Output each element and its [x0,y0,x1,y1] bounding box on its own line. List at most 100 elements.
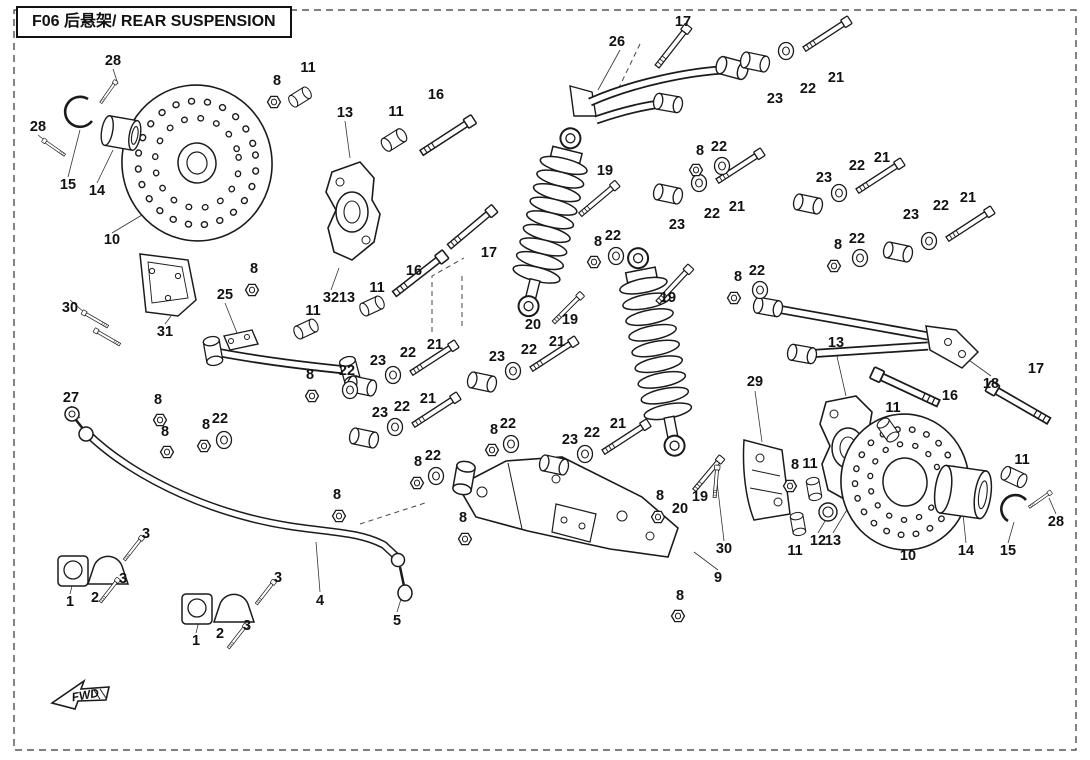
circlip-right [1000,493,1027,523]
shock-absorber-front [512,125,588,320]
swing-arm [451,456,679,558]
callout-8: 8 [791,457,799,473]
callout-30: 30 [716,541,732,557]
callout-3: 3 [142,526,150,542]
callout-10: 10 [104,232,120,248]
lower-arm-left [201,329,363,388]
callout-22: 22 [584,425,600,441]
callout-22: 22 [704,206,720,222]
end-link-left [64,406,94,442]
callout-3: 3 [119,571,127,587]
callout-22: 22 [849,231,865,247]
callout-30: 30 [62,300,78,316]
callout-22: 22 [212,411,228,427]
upper-arm-right [569,54,751,125]
callout-21: 21 [828,70,844,86]
fwd-arrow: FWD [50,678,111,710]
callout-19: 19 [660,290,676,306]
callout-29: 29 [747,374,763,390]
callout-16: 16 [406,263,422,279]
callout-8: 8 [273,73,281,89]
callout-8: 8 [459,510,467,526]
callout-11: 11 [885,400,900,416]
callout-8: 8 [414,454,422,470]
callout-14: 14 [89,183,105,199]
callout-8: 8 [202,417,210,433]
callout-8: 8 [306,367,314,383]
callout-17: 17 [1028,361,1044,377]
callout-16: 16 [428,87,444,103]
circlip-left [63,95,94,129]
callout-32: 32 [323,290,339,306]
callout-21: 21 [610,416,626,432]
end-link-right [390,552,413,602]
callout-3: 3 [243,618,251,634]
callout-22: 22 [711,139,727,155]
callout-21: 21 [960,190,976,206]
callout-22: 22 [400,345,416,361]
callout-21: 21 [874,150,890,166]
callout-17: 17 [675,14,691,30]
callout-16: 16 [942,388,958,404]
hub-spacer-left [100,114,142,152]
callout-8: 8 [656,488,664,504]
callout-10: 10 [900,548,916,564]
callout-1: 1 [192,633,200,649]
callout-8: 8 [250,261,258,277]
callout-11: 11 [802,456,817,472]
callout-12: 12 [810,533,826,549]
hub-spacer-right [933,464,993,520]
leader-lines [37,49,1057,634]
callout-28: 28 [30,119,46,135]
knuckle-left [325,161,381,261]
diagram-title: F06 后悬架/ REAR SUSPENSION [16,6,292,38]
callout-21: 21 [549,334,565,350]
callout-11: 11 [300,60,315,76]
callout-15: 15 [1000,543,1016,559]
callout-22: 22 [933,198,949,214]
callout-11: 11 [388,104,403,120]
callout-2: 2 [216,626,224,642]
callout-22: 22 [500,416,516,432]
callout-22: 22 [425,448,441,464]
callout-11: 11 [369,280,384,296]
disc-guard-left [139,253,197,317]
callout-13: 13 [339,290,355,306]
callout-23: 23 [669,217,685,233]
callout-23: 23 [372,405,388,421]
callout-28: 28 [105,53,121,69]
callout-11: 11 [305,303,320,319]
callout-8: 8 [594,234,602,250]
bar-clamp-set-left [57,534,146,604]
callout-5: 5 [393,613,401,629]
stabilizer-bar [64,406,413,602]
callout-20: 20 [525,317,541,333]
bar-clamp-set-right [181,578,278,650]
callout-22: 22 [339,363,355,379]
callout-21: 21 [729,199,745,215]
callout-20: 20 [672,501,688,517]
callout-25: 25 [217,287,233,303]
callout-23: 23 [767,91,783,107]
callout-17: 17 [481,245,497,261]
callout-23: 23 [370,353,386,369]
diagram-dashed-border [13,9,1077,751]
callout-8: 8 [333,487,341,503]
callout-9: 9 [714,570,722,586]
callout-2: 2 [91,590,99,606]
callout-8: 8 [490,422,498,438]
callout-8: 8 [696,143,704,159]
callout-14: 14 [958,543,974,559]
callout-27: 27 [63,390,79,406]
callout-21: 21 [427,337,443,353]
callout-8: 8 [734,269,742,285]
brake-disc-left [121,84,273,242]
callout-8: 8 [154,392,162,408]
callout-23: 23 [562,432,578,448]
fwd-label: FWD [71,686,101,705]
callout-28: 28 [1048,514,1064,530]
callout-23: 23 [903,207,919,223]
callout-26: 26 [609,34,625,50]
